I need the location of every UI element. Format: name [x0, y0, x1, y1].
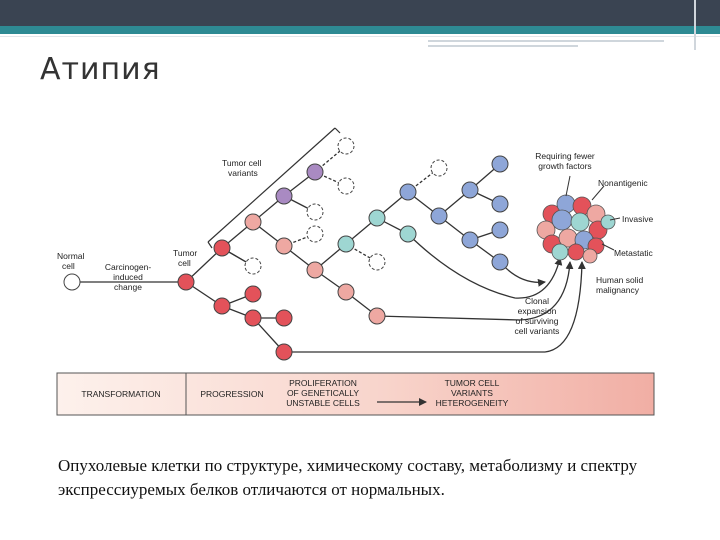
stage-bar: TRANSFORMATION PROGRESSION PROLIFERATION… — [56, 372, 655, 416]
slide-caption: Опухолевые клетки по структуре, химическ… — [58, 456, 638, 499]
cell — [275, 309, 293, 327]
stage-transformation: TRANSFORMATION — [81, 389, 160, 399]
cell — [306, 225, 324, 243]
header-decor-line — [428, 40, 664, 42]
cell — [399, 225, 417, 243]
cells — [63, 137, 509, 361]
cell — [491, 221, 509, 239]
cell — [368, 253, 386, 271]
top-bar-accent — [0, 26, 720, 34]
cell — [275, 187, 293, 205]
cell — [491, 253, 509, 271]
cell — [213, 239, 231, 257]
tumor-mass — [536, 194, 616, 264]
tumor-label-pointers — [565, 175, 621, 251]
cell — [306, 203, 324, 221]
cell — [461, 181, 479, 199]
cell — [337, 137, 355, 155]
cell — [368, 307, 386, 325]
cell — [306, 261, 324, 279]
slide-title: Атипия — [40, 52, 161, 87]
cell — [244, 257, 262, 275]
header-decor-box — [694, 0, 720, 50]
cell — [244, 285, 262, 303]
cell — [461, 231, 479, 249]
invasive-label: Invasive — [622, 214, 653, 224]
top-bar — [0, 0, 720, 26]
metastatic-label: Metastatic — [614, 248, 653, 258]
header-decor-line — [0, 36, 720, 37]
cell — [337, 283, 355, 301]
cell — [244, 213, 262, 231]
cell — [275, 237, 293, 255]
stage-progression: PROGRESSION — [200, 389, 263, 399]
header-decor-line — [428, 45, 578, 47]
cell — [368, 209, 386, 227]
cell — [430, 207, 448, 225]
cell — [491, 155, 509, 173]
cell — [306, 163, 324, 181]
tumor-cell — [177, 273, 195, 291]
cell — [337, 235, 355, 253]
cell — [244, 309, 262, 327]
cell — [491, 195, 509, 213]
cell — [275, 343, 293, 361]
cell — [337, 177, 355, 195]
cell — [430, 159, 448, 177]
cell — [399, 183, 417, 201]
cell — [213, 297, 231, 315]
nonantigenic-label: Nonantigenic — [598, 178, 648, 188]
normal-cell — [63, 273, 81, 291]
